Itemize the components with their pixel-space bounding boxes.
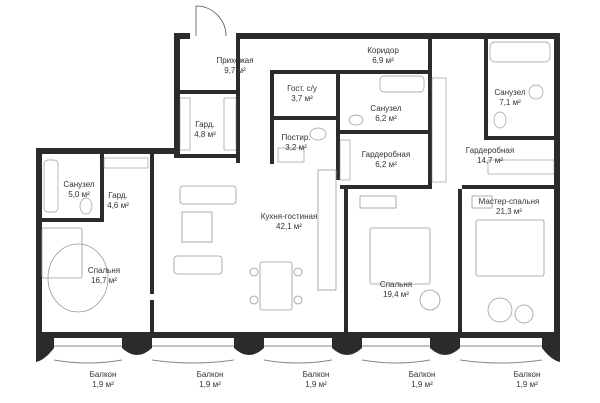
balcony-label-1: Балкон 1,9 м² xyxy=(90,370,117,390)
room-name: Прихожая xyxy=(216,56,254,65)
balcony-area: 1,9 м² xyxy=(92,380,114,389)
bathroom-fixtures xyxy=(43,41,551,215)
room-label-garderobnaya-mid: Гардеробная 6,2 м² xyxy=(362,150,410,170)
balcony-railings xyxy=(53,345,543,364)
room-label-sanuzel-right: Санузел 7,1 м² xyxy=(494,88,525,108)
wardrobes xyxy=(103,77,555,183)
room-name: Кухня-гостиная xyxy=(260,212,318,221)
interior-walls xyxy=(42,33,558,332)
room-area: 3,7 м² xyxy=(291,94,313,103)
room-label-spalnya-left: Спальня 16,7 м² xyxy=(88,266,120,286)
room-area: 6,2 м² xyxy=(375,114,397,123)
room-area: 42,1 м² xyxy=(276,222,302,231)
entrance-door xyxy=(195,5,227,37)
facade-piers xyxy=(36,338,560,362)
room-label-gost-su: Гост. с/у 3,7 м² xyxy=(287,84,317,104)
balcony-area: 1,9 м² xyxy=(516,380,538,389)
balcony-area: 1,9 м² xyxy=(411,380,433,389)
room-label-garderobnaya-right: Гардеробная 14,7 м² xyxy=(466,146,514,166)
balcony-name: Балкон xyxy=(302,370,330,379)
room-area: 3,2 м² xyxy=(285,143,307,152)
room-name: Постир. xyxy=(281,133,311,142)
room-label-prikhozhaya: Прихожая 9,7 м² xyxy=(216,56,253,76)
room-area: 16,7 м² xyxy=(91,276,117,285)
room-name: Санузел xyxy=(370,104,402,113)
room-name: Санузел xyxy=(494,88,526,97)
room-area: 4,6 м² xyxy=(107,201,129,210)
room-name: Гост. с/у xyxy=(287,84,317,93)
balcony-label-5: Балкон 1,9 м² xyxy=(514,370,541,390)
balcony-area: 1,9 м² xyxy=(305,380,327,389)
room-name: Гард. xyxy=(108,191,128,200)
outer-walls xyxy=(36,33,560,338)
room-label-master-spalnya: Мастер-спальня 21,3 м² xyxy=(479,197,540,217)
balcony-name: Балкон xyxy=(513,370,541,379)
balcony-name: Балкон xyxy=(89,370,117,379)
room-name: Коридор xyxy=(367,46,399,55)
room-area: 21,3 м² xyxy=(496,207,522,216)
balcony-name: Балкон xyxy=(408,370,436,379)
room-area: 4,8 м² xyxy=(194,130,216,139)
room-name: Гард. xyxy=(195,120,215,129)
room-label-gard-2: Гард. 4,6 м² xyxy=(107,191,129,211)
room-area: 7,1 м² xyxy=(499,98,521,107)
room-label-sanuzel-mid: Санузел 6,2 м² xyxy=(370,104,401,124)
balcony-area: 1,9 м² xyxy=(199,380,221,389)
room-label-koridor: Коридор 6,9 м² xyxy=(367,46,399,66)
room-area: 19,4 м² xyxy=(383,290,409,299)
room-label-gard-1: Гард. 4,8 м² xyxy=(194,120,216,140)
balcony-name: Балкон xyxy=(196,370,224,379)
room-name: Гардеробная xyxy=(465,146,515,155)
room-name: Спальня xyxy=(87,266,121,275)
room-label-sanuzel-left: Санузел 5,0 м² xyxy=(63,180,94,200)
room-label-kuhnya-gostinaya: Кухня-гостиная 42,1 м² xyxy=(261,212,318,232)
furniture xyxy=(41,169,545,324)
balcony-label-3: Балкон 1,9 м² xyxy=(303,370,330,390)
room-label-postir: Постир. 3,2 м² xyxy=(281,133,310,153)
room-name: Спальня xyxy=(379,280,413,289)
balcony-label-2: Балкон 1,9 м² xyxy=(197,370,224,390)
room-area: 9,7 м² xyxy=(224,66,246,75)
room-name: Мастер-спальня xyxy=(478,197,540,206)
room-area: 6,9 м² xyxy=(372,56,394,65)
room-name: Санузел xyxy=(63,180,95,189)
room-area: 6,2 м² xyxy=(375,160,397,169)
room-area: 5,0 м² xyxy=(68,190,90,199)
balcony-label-4: Балкон 1,9 м² xyxy=(409,370,436,390)
room-label-spalnya-mid: Спальня 19,4 м² xyxy=(380,280,412,300)
room-area: 14,7 м² xyxy=(477,156,503,165)
room-name: Гардеробная xyxy=(361,150,411,159)
